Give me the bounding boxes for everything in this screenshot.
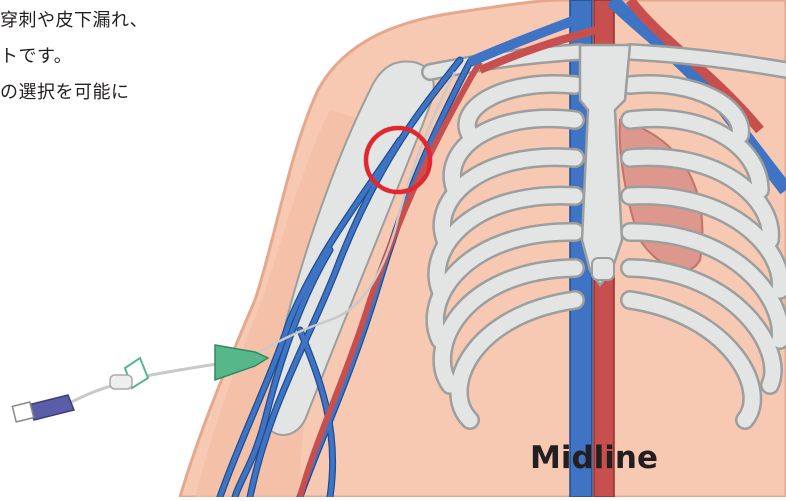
connector-tube — [65, 384, 118, 405]
description-line-2: トです。 — [0, 42, 72, 68]
clamp-body — [110, 375, 132, 389]
midline-label: Midline — [530, 440, 658, 476]
luer-cap — [12, 402, 33, 422]
description-line-1: 穿刺や皮下漏れ、 — [0, 6, 148, 32]
luer-connector — [28, 395, 74, 420]
description-line-3: の選択を可能に — [0, 78, 130, 104]
xiphoid — [592, 258, 614, 280]
